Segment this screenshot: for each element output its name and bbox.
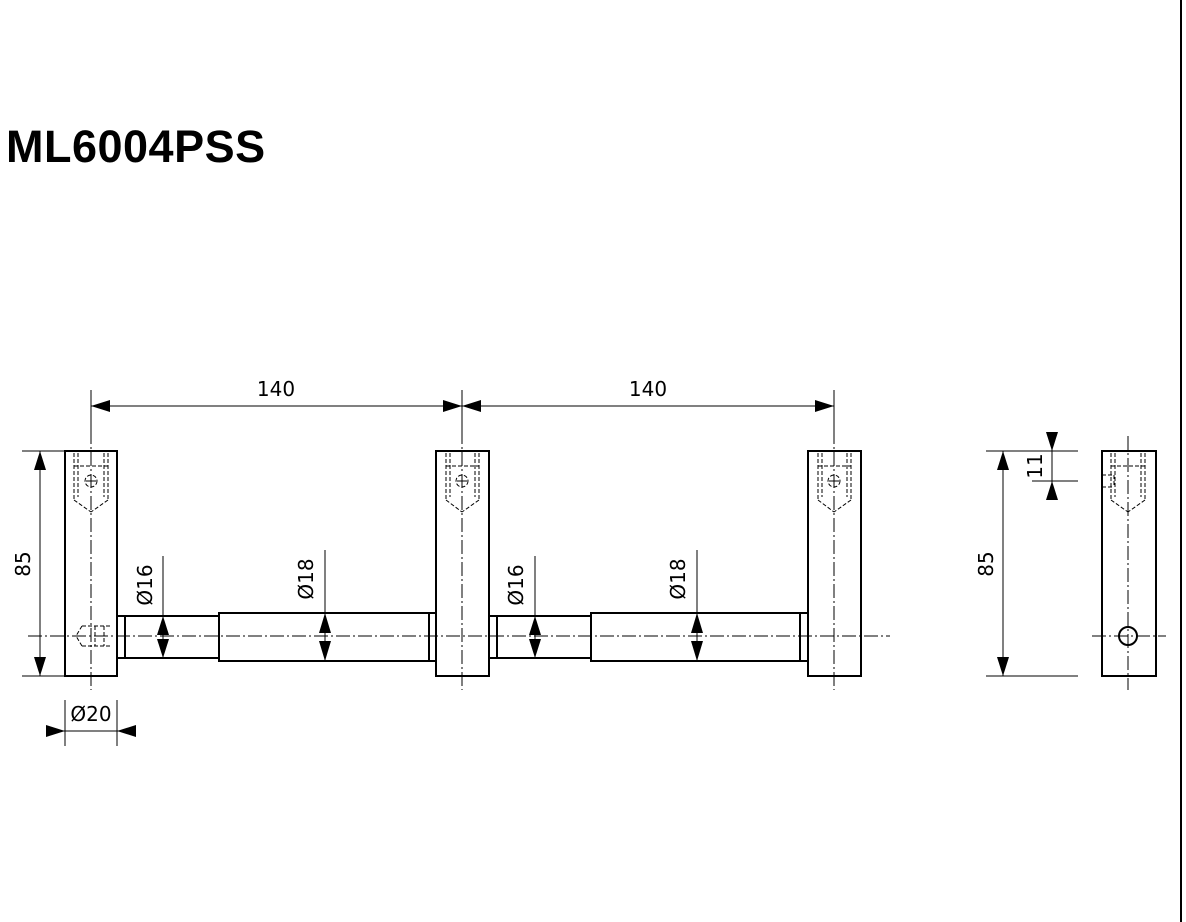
dim-rod-large-left: Ø18 xyxy=(294,550,331,661)
rod-left-small xyxy=(116,615,220,659)
dim-height-front-label: 85 xyxy=(11,551,35,576)
post-left xyxy=(64,430,118,690)
dim-rod-small-left-label: Ø16 xyxy=(133,564,157,605)
sheet-border xyxy=(1180,0,1182,922)
dim-spacing-right-label: 140 xyxy=(629,377,667,401)
front-view: 140 140 85 xyxy=(11,377,890,746)
dim-hole-offset: 11 xyxy=(1023,432,1078,500)
post-middle xyxy=(435,430,490,690)
dim-rod-small-right-label: Ø16 xyxy=(504,564,528,605)
rod-left-large xyxy=(218,612,437,662)
dim-rod-large-right: Ø18 xyxy=(666,550,703,661)
dim-post-diameter-label: Ø20 xyxy=(70,702,111,726)
dim-height-side-label: 85 xyxy=(974,551,998,576)
drawing-title: ML6004PSS xyxy=(6,121,266,172)
dim-rod-large-right-label: Ø18 xyxy=(666,558,690,599)
dim-height-front: 85 xyxy=(11,450,64,677)
dim-post-diameter: Ø20 xyxy=(46,700,136,746)
rod-right-small xyxy=(488,615,592,659)
dim-spacing-right: 140 xyxy=(462,377,835,430)
post-right xyxy=(807,430,862,690)
side-post-body xyxy=(1101,450,1157,677)
dim-rod-small-right: Ø16 xyxy=(504,556,541,658)
rod-right-large xyxy=(590,612,809,662)
dim-spacing-left: 140 xyxy=(90,377,463,430)
dim-spacing-left-label: 140 xyxy=(257,377,295,401)
side-cross-hole xyxy=(1118,626,1138,646)
side-view: 85 11 xyxy=(974,432,1166,690)
dim-rod-large-left-label: Ø18 xyxy=(294,558,318,599)
dim-rod-small-left: Ø16 xyxy=(133,556,169,658)
dim-height-side: 85 xyxy=(974,450,1078,677)
dim-hole-offset-label: 11 xyxy=(1023,453,1047,478)
